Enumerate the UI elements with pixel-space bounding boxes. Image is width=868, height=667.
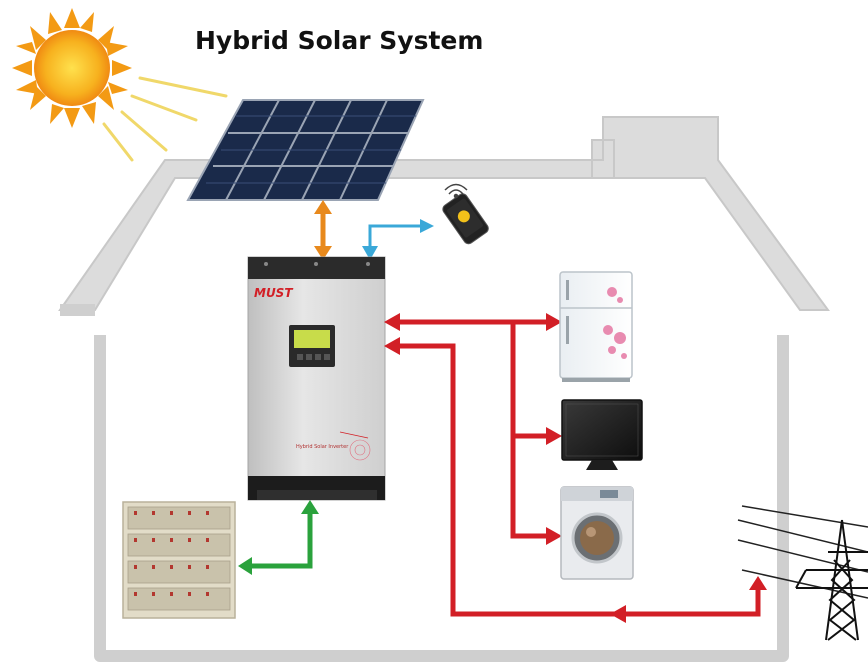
wifi-icon: [444, 183, 468, 199]
television-icon: [561, 399, 643, 470]
smartphone-icon: [442, 183, 489, 245]
lcd-panel: [289, 325, 335, 367]
washing-machine-icon: [560, 486, 634, 580]
ac-arrowheads: [384, 313, 767, 623]
sun-icon: [12, 8, 228, 162]
wifi-link: [362, 219, 434, 260]
inverter-brand-logo: MUST: [254, 286, 293, 300]
solar-panel-icon: [186, 99, 425, 201]
battery-to-inverter-link: [238, 500, 319, 575]
inverter-icon: [247, 256, 386, 501]
battery-bank-icon: [122, 501, 236, 619]
transmission-tower-icon: [795, 519, 868, 641]
pv-to-inverter-link: [314, 200, 332, 260]
ac-load-links: [398, 319, 761, 617]
refrigerator-icon: [559, 271, 633, 382]
diagram-title: Hybrid Solar System: [195, 26, 484, 55]
inverter-model-label: Hybrid Solar Inverter: [296, 444, 349, 450]
